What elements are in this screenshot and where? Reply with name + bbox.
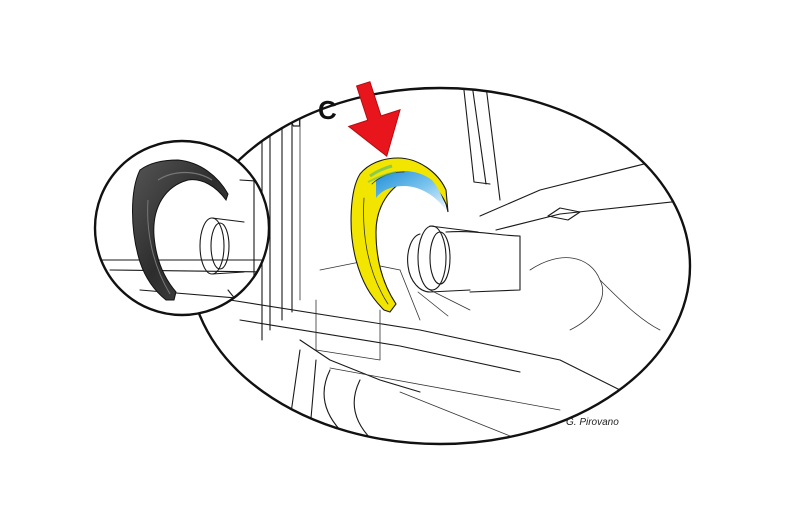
exhaust-assembly: [407, 225, 521, 317]
sponsor-text: SUN: [226, 93, 302, 134]
callout-label-c: C: [318, 95, 337, 125]
inset-detail-view: [93, 139, 271, 317]
red-down-arrow-icon: [347, 81, 401, 157]
sponsor-lettering: SUN: [225, 92, 302, 134]
highlighted-part-c: [350, 157, 449, 313]
artist-signature: G. Pirovano: [566, 417, 619, 428]
